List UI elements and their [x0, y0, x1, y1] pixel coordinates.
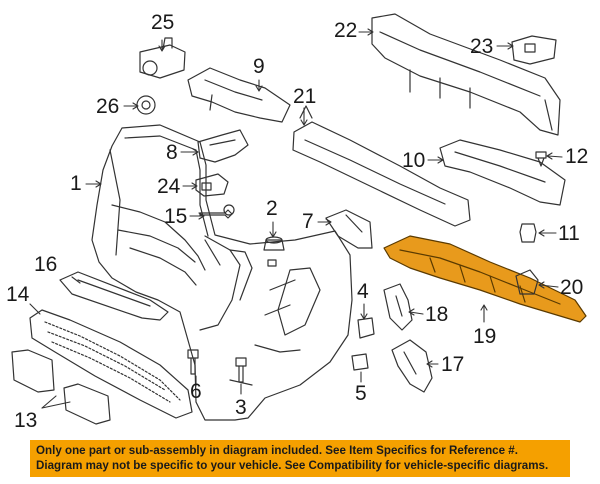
callout-21: 21	[293, 85, 317, 108]
part-reflector-bracket	[383, 283, 413, 331]
callout-26: 26	[96, 95, 120, 118]
callout-10: 10	[402, 149, 426, 172]
callout-5: 5	[355, 382, 367, 405]
callout-15: 15	[164, 205, 188, 228]
callout-4: 4	[357, 280, 369, 303]
callout-12: 12	[565, 145, 589, 168]
callout-3: 3	[235, 396, 247, 419]
callout-22: 22	[334, 19, 358, 42]
part-lower-grille	[29, 309, 193, 419]
part-energy-absorber	[292, 105, 471, 227]
part-lower-spoiler-highlighted	[383, 235, 587, 323]
callout-24: 24	[157, 175, 181, 198]
part-grommet	[263, 236, 285, 251]
callout-11: 11	[558, 222, 580, 245]
part-park-sensor	[139, 37, 186, 79]
callout-18: 18	[425, 303, 449, 326]
callout-16: 16	[34, 253, 58, 276]
leader-lines	[29, 28, 563, 409]
notice-line-2: Diagram may not be specific to your vehi…	[36, 459, 549, 472]
part-bolt	[199, 204, 235, 219]
callout-8: 8	[166, 141, 178, 164]
part-clips-small	[351, 317, 375, 371]
callout-17: 17	[441, 353, 465, 376]
part-grille-strip	[59, 271, 169, 321]
callout-6: 6	[190, 380, 202, 403]
part-bolts-lower	[187, 349, 247, 383]
part-lower-side-bracket	[391, 339, 433, 393]
part-bumper-cover	[91, 124, 353, 421]
notice-line-1: Only one part or sub-assembly in diagram…	[36, 444, 518, 457]
part-side-bracket	[197, 129, 249, 163]
callout-13: 13	[14, 409, 38, 432]
callout-7: 7	[302, 210, 314, 233]
callout-14: 14	[6, 283, 30, 306]
part-spoiler-clip	[515, 269, 539, 295]
part-push-pin	[535, 151, 547, 167]
part-side-support	[439, 139, 566, 206]
part-front-bracket	[325, 209, 373, 249]
callout-9: 9	[253, 55, 265, 78]
part-retainer	[519, 223, 537, 243]
callout-25: 25	[151, 11, 175, 34]
callout-2: 2	[266, 197, 278, 220]
notice-banner: Only one part or sub-assembly in diagram…	[30, 440, 570, 477]
part-reinforcement-bracket	[511, 35, 557, 65]
callout-20: 20	[560, 276, 584, 299]
callout-23: 23	[470, 35, 494, 58]
part-reinforcement	[371, 13, 561, 136]
part-clip	[195, 173, 229, 197]
part-sensor-retainer	[136, 95, 156, 115]
part-upper-bracket	[187, 67, 291, 123]
callout-1: 1	[70, 172, 82, 195]
callout-19: 19	[473, 325, 497, 348]
part-grille-brackets	[11, 349, 111, 425]
